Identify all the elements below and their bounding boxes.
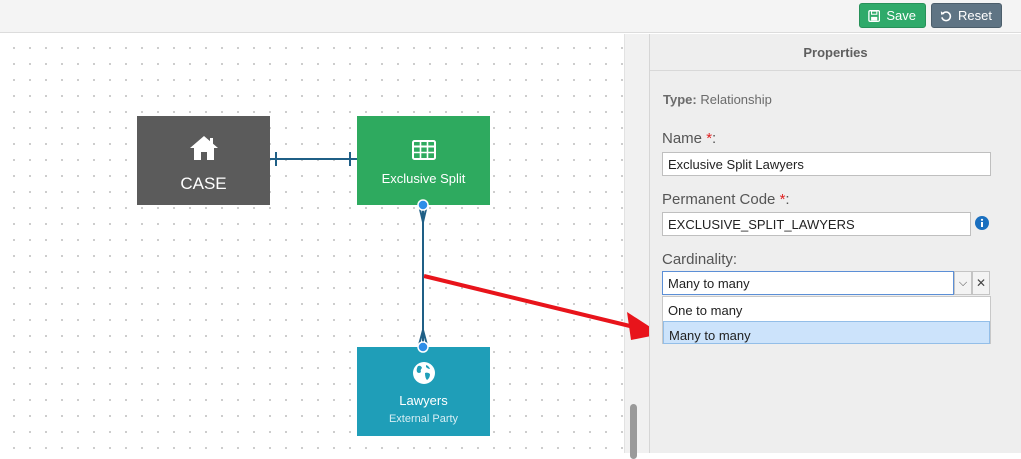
permanent-code-field[interactable]: EXCLUSIVE_SPLIT_LAWYERS: [662, 212, 971, 236]
table-icon: [412, 140, 436, 160]
chevron-down-icon[interactable]: ⌵: [954, 271, 972, 295]
reset-button-label: Reset: [958, 8, 992, 23]
save-button[interactable]: Save: [859, 3, 926, 28]
name-label-text: Name: [662, 130, 703, 147]
globe-icon: [413, 362, 435, 384]
clear-icon[interactable]: ✕: [972, 271, 990, 295]
node-case-label: CASE: [180, 174, 227, 193]
option-one-to-many[interactable]: One to many: [668, 303, 743, 318]
code-label-text: Permanent Code: [662, 191, 776, 208]
option-many-to-many[interactable]: Many to many: [663, 321, 990, 344]
cardinality-dropdown: One to many Many to many: [662, 296, 991, 344]
type-value: Relationship: [700, 92, 772, 107]
code-label: Permanent Code *:: [662, 191, 790, 208]
info-circle-icon[interactable]: [975, 216, 989, 230]
node-lawyers-sublabel: External Party: [388, 413, 459, 425]
name-label-colon: :: [712, 130, 717, 147]
scrollbar-thumb[interactable]: [630, 404, 637, 459]
node-lawyers[interactable]: Lawyers External Party: [357, 347, 490, 436]
properties-panel: Properties: [649, 34, 1021, 453]
floppy-disk-icon: [868, 9, 881, 22]
reset-button[interactable]: Reset: [931, 3, 1002, 28]
house-icon: [190, 136, 218, 160]
node-exclusive-split[interactable]: Exclusive Split: [357, 116, 490, 205]
name-required-mark: *: [706, 130, 713, 147]
cardinality-label: Cardinality:: [662, 251, 738, 268]
diagram-canvas[interactable]: [0, 34, 624, 453]
node-exclusive-split-label: Exclusive Split: [381, 171, 466, 186]
name-label: Name *:: [662, 130, 716, 147]
cardinality-select[interactable]: Many to many: [662, 271, 954, 295]
code-required-mark: *: [779, 191, 786, 208]
node-lawyers-label: Lawyers: [399, 393, 448, 408]
canvas-scrollbar[interactable]: [624, 34, 649, 459]
node-case[interactable]: CASE: [137, 116, 270, 205]
properties-title: Properties: [650, 34, 1021, 71]
top-toolbar: Save Reset: [0, 0, 1021, 33]
type-label: Type:: [663, 92, 697, 107]
undo-icon: [940, 10, 952, 21]
code-label-colon: :: [785, 191, 790, 208]
name-field[interactable]: Exclusive Split Lawyers: [662, 152, 991, 176]
save-button-label: Save: [886, 8, 916, 23]
type-line: Type: Relationship: [663, 92, 772, 107]
